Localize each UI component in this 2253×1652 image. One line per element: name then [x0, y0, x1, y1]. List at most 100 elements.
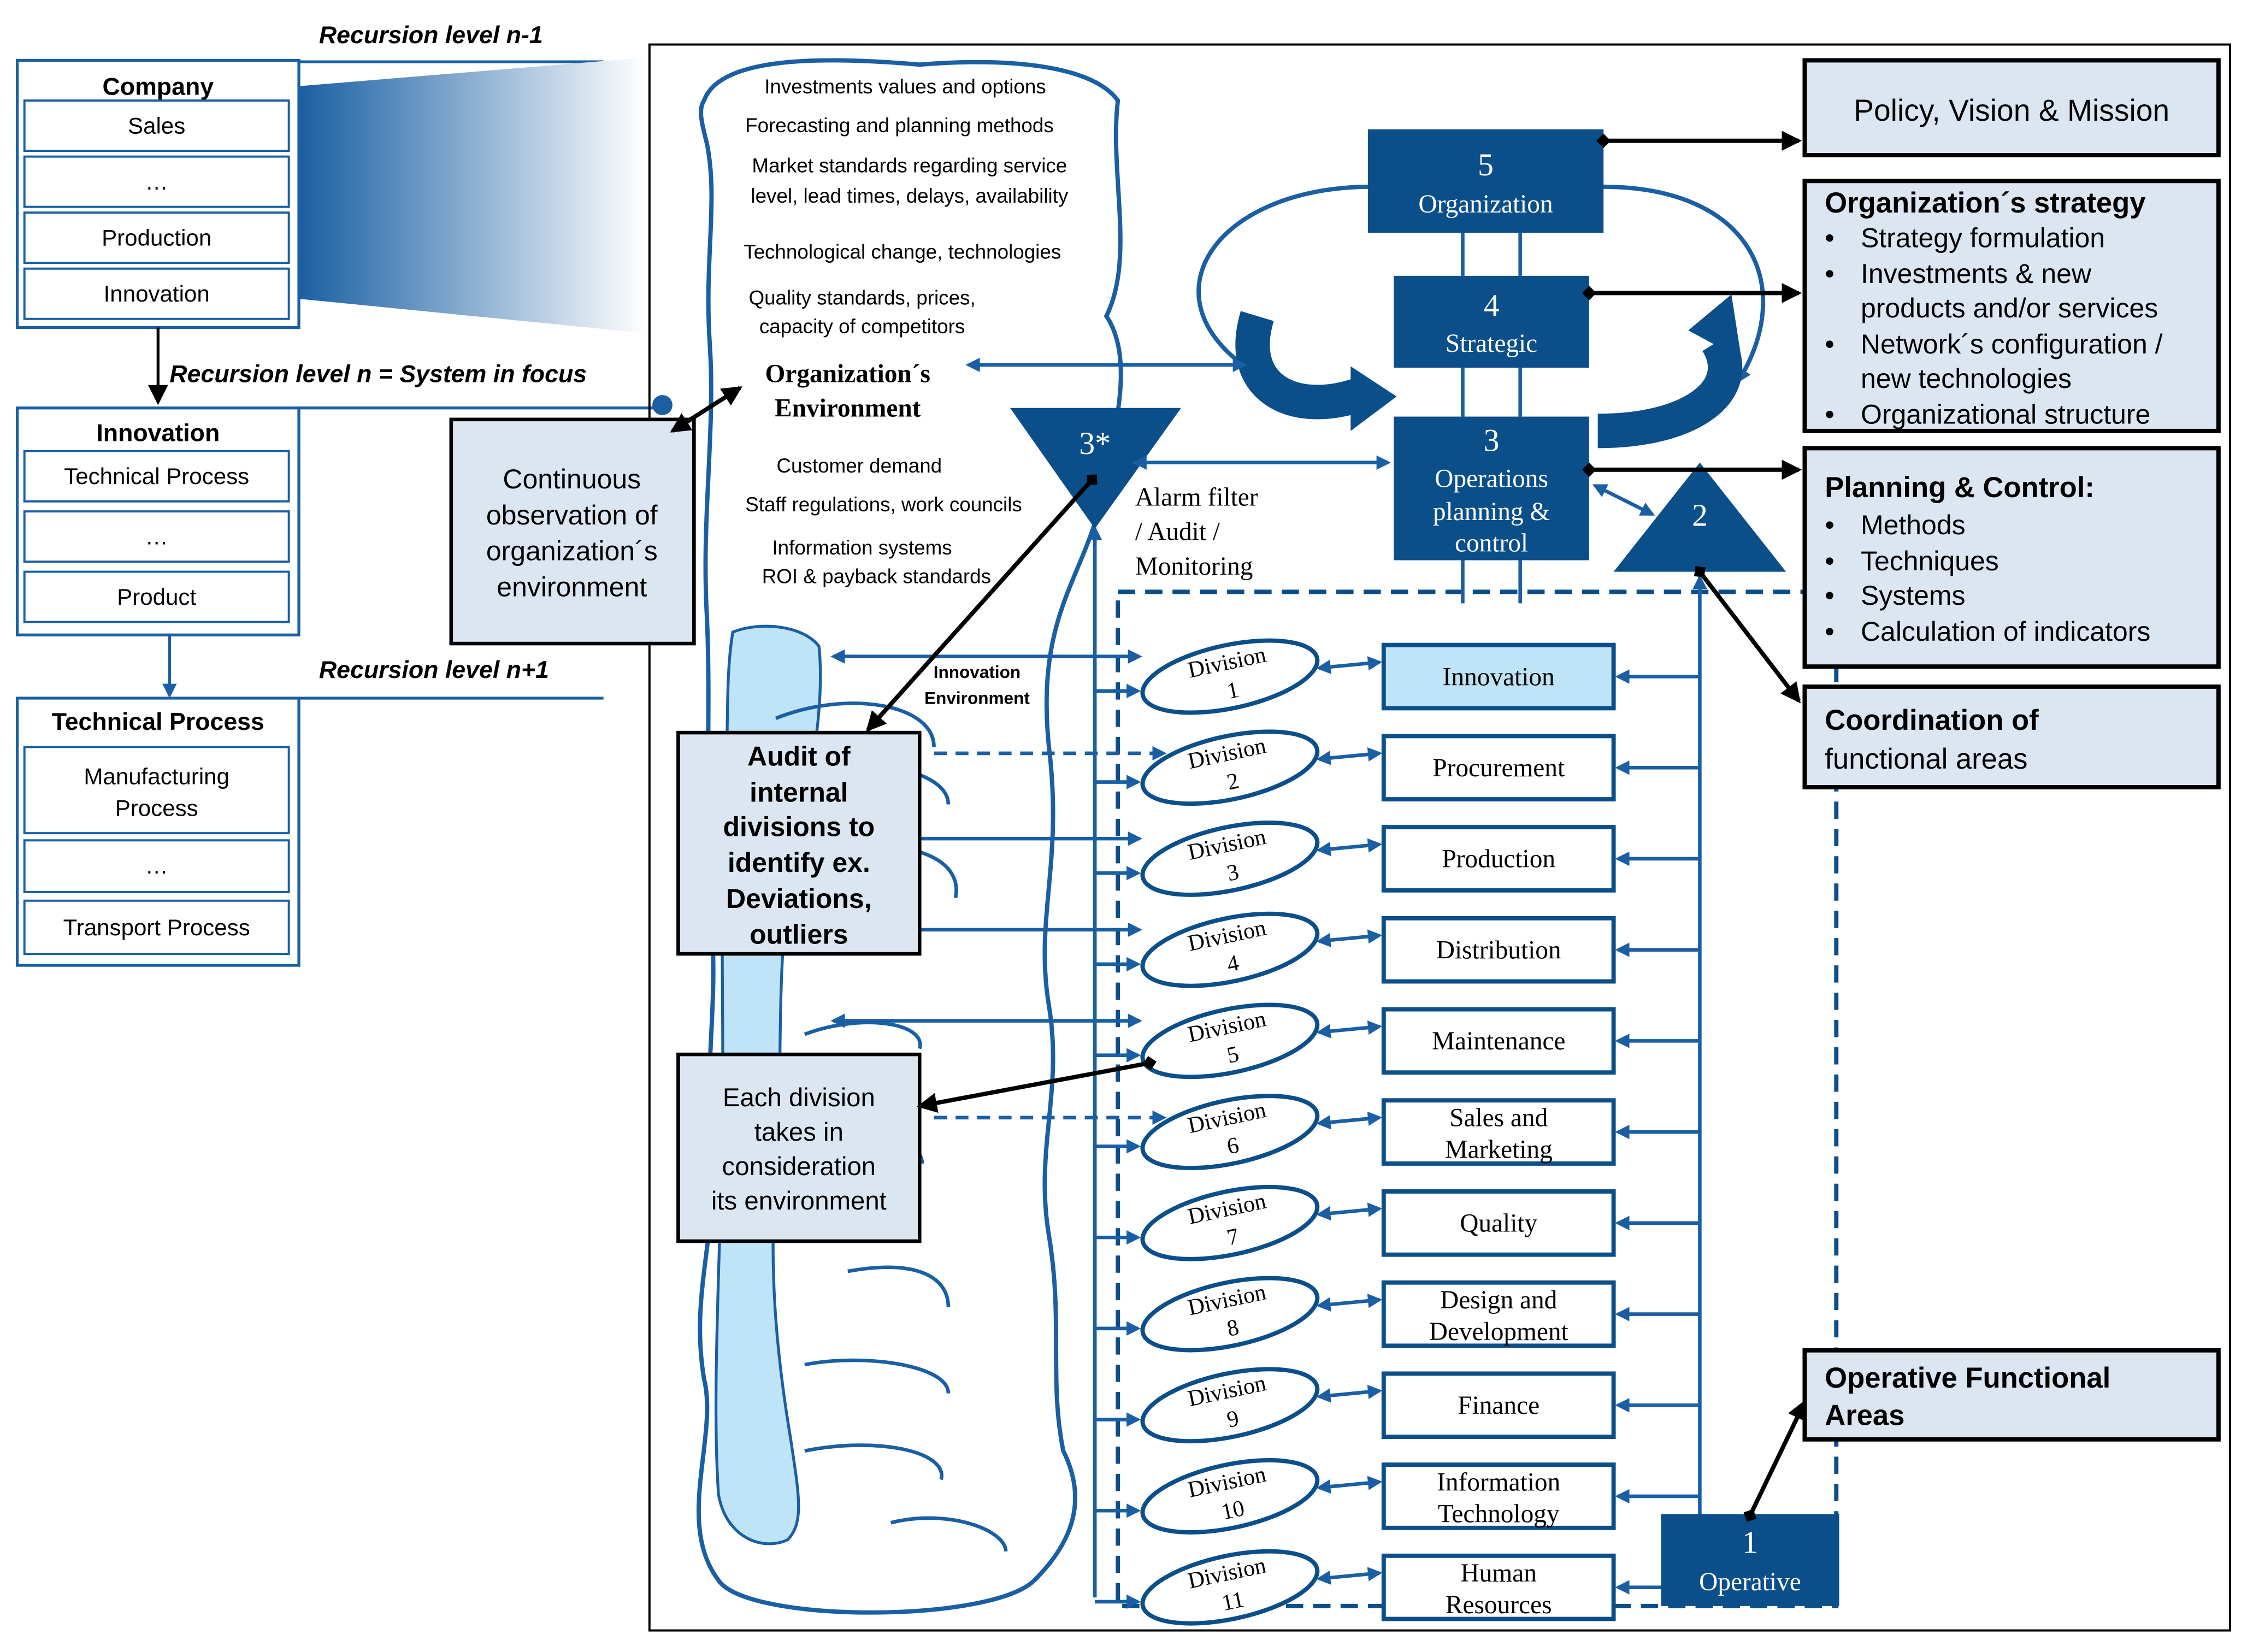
innovation-item-product[interactable]: [23, 570, 290, 623]
each-division-0: Each division: [723, 1083, 875, 1112]
audit-0: Audit of: [747, 741, 851, 772]
functional-area-design-and-development[interactable]: [1381, 1280, 1616, 1348]
division-1-ellipse[interactable]: [1136, 627, 1324, 726]
system-1-operative-box[interactable]: [1661, 1514, 1839, 1606]
innovation-item-technical-process[interactable]: [23, 450, 290, 503]
svg-text:•: •: [1825, 580, 1835, 611]
company-item-production-label: Production: [102, 225, 211, 251]
functional-area-sales-and-marketing[interactable]: [1381, 1098, 1616, 1166]
policy-box: [1802, 58, 2221, 157]
focus-dot: [652, 395, 673, 415]
continuous-observation-1: observation of: [486, 500, 658, 530]
division-6-ellipse[interactable]: [1136, 1083, 1324, 1182]
strategy-item-5: Organizational structure: [1861, 399, 2150, 430]
system-5-number: 5: [1478, 147, 1494, 182]
s3star-desc-1: / Audit /: [1135, 518, 1220, 546]
env-line-5: Quality standards, prices,: [748, 286, 975, 309]
tp-item-manufacturing[interactable]: [23, 746, 290, 835]
division-7-ellipse[interactable]: [1136, 1173, 1324, 1272]
system-3-operations-box[interactable]: [1394, 416, 1589, 560]
env-line-6: capacity of competitors: [759, 315, 965, 338]
division-2-ellipse[interactable]: [1136, 718, 1324, 817]
each-division-3: its environment: [711, 1187, 887, 1216]
svg-text:•: •: [1825, 222, 1835, 253]
functional-area-label: Finance: [1458, 1391, 1540, 1420]
functional-area-information-technology[interactable]: [1381, 1462, 1616, 1530]
strategy-item-1: Investments & new: [1861, 258, 2092, 289]
system-2-triangle[interactable]: [1613, 462, 1786, 572]
functional-area-production[interactable]: [1381, 825, 1616, 893]
svg-text:•: •: [1825, 616, 1835, 647]
env-line2-1: Staff regulations, work councils: [745, 493, 1022, 516]
environment-cloud: [697, 58, 1123, 1615]
division-2-to-area-arrow: [1316, 747, 1383, 765]
tp-item-ellipsis-label: …: [145, 853, 168, 878]
functional-area-label-line2: Marketing: [1445, 1135, 1553, 1164]
division-8-ellipse[interactable]: [1136, 1265, 1324, 1364]
functional-area-innovation[interactable]: [1381, 642, 1616, 711]
functional-area-label-line1: Sales and: [1449, 1104, 1548, 1132]
strategy-item-0: Strategy formulation: [1861, 222, 2105, 253]
audit-1: internal: [750, 777, 848, 807]
functional-area-maintenance[interactable]: [1381, 1007, 1616, 1075]
system-2-label: 2: [1692, 497, 1708, 533]
functional-area-label-line1: Design and: [1440, 1286, 1558, 1314]
system-3star-label: 3*: [1079, 426, 1111, 461]
strategy-box: [1802, 179, 2221, 433]
planning-item-1: Techniques: [1861, 546, 1999, 576]
recursion-level-n-minus-1: Recursion level n-1: [319, 22, 543, 49]
planning-title: Planning & Control:: [1825, 471, 2095, 504]
planning-item-2: Systems: [1861, 580, 1966, 611]
tp-item-transport[interactable]: [23, 899, 290, 955]
system-4-strategic-box[interactable]: [1394, 275, 1589, 368]
env-line2-2: Information systems: [772, 536, 952, 559]
zoom-fan-gradient: [299, 57, 647, 334]
strategy-title: Organization´s strategy: [1825, 187, 2145, 219]
each-division-box: [676, 1052, 922, 1243]
division-9-ellipse[interactable]: [1136, 1356, 1324, 1455]
svg-text:•: •: [1825, 329, 1835, 359]
operative-areas-box: [1802, 1348, 2221, 1442]
division-4-ellipse[interactable]: [1136, 900, 1324, 999]
functional-area-procurement[interactable]: [1381, 734, 1616, 802]
functional-area-label-line1: Information: [1437, 1468, 1560, 1496]
company-item-production[interactable]: [23, 211, 290, 264]
division-10-ellipse[interactable]: [1136, 1447, 1324, 1545]
company-item-innovation[interactable]: [23, 267, 290, 320]
system-1-number: 1: [1742, 1525, 1758, 1560]
policy-text: Policy, Vision & Mission: [1854, 93, 2169, 127]
division-5-to-area-arrow: [1316, 1020, 1383, 1039]
continuous-observation-2: organization´s: [486, 536, 658, 567]
env-line-2: Market standards regarding service: [752, 155, 1067, 177]
division-11-ellipse[interactable]: [1136, 1538, 1324, 1637]
functional-area-quality[interactable]: [1381, 1189, 1616, 1257]
division-5-ellipse[interactable]: [1136, 992, 1324, 1090]
coordination-sub: functional areas: [1825, 743, 2027, 775]
company-title: Company: [102, 74, 214, 101]
division-11-number: 11: [1219, 1587, 1246, 1616]
strategy-item-2: products and/or services: [1861, 293, 2158, 323]
env-line-3: level, lead times, delays, availability: [751, 185, 1069, 207]
innovation-item-product-label: Product: [117, 584, 196, 610]
continuous-to-env-arrow: [670, 386, 742, 433]
functional-area-human-resources[interactable]: [1381, 1553, 1616, 1621]
division-3-ellipse[interactable]: [1136, 809, 1324, 908]
company-items: Sales … Production Innovation: [23, 99, 290, 320]
system-4-label: Strategic: [1446, 329, 1537, 358]
company-item-ellipsis-label: …: [145, 169, 168, 194]
functional-area-finance[interactable]: [1381, 1371, 1616, 1439]
env-title-2: Environment: [775, 394, 921, 423]
functional-area-label: Innovation: [1443, 663, 1555, 691]
system-5-organization-box[interactable]: [1367, 129, 1604, 233]
functional-area-distribution[interactable]: [1381, 916, 1616, 984]
env-line2-3: ROI & payback standards: [762, 565, 991, 588]
s2-to-coordination-arrow: [1694, 566, 1801, 704]
technical-process-title: Technical Process: [52, 709, 264, 735]
strategic-loop: [1196, 184, 1766, 449]
system-3star-triangle[interactable]: [1010, 408, 1181, 529]
company-item-innovation-label: Innovation: [104, 281, 210, 306]
company-item-sales[interactable]: [23, 99, 290, 152]
company-item-ellipsis: [23, 155, 290, 208]
functional-area-label: Distribution: [1436, 936, 1561, 964]
